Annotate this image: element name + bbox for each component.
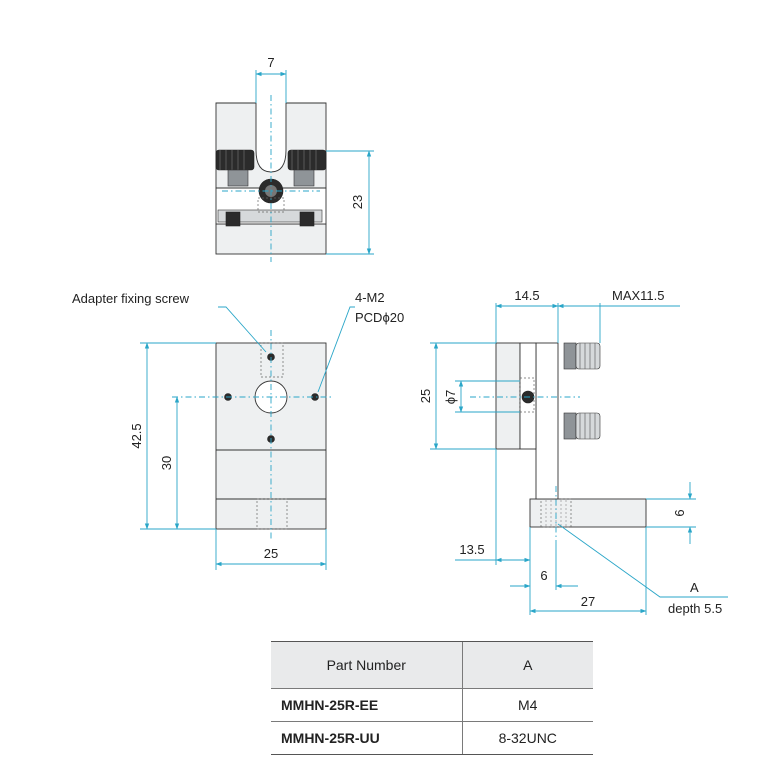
side-dim-base-offset: 13.5 <box>459 542 484 557</box>
top-view: 7 23 <box>215 55 374 262</box>
side-dim-base-thickness: 6 <box>672 509 687 516</box>
front-view: Adapter fixing screw 4-M2 PCDϕ20 42.5 30… <box>72 290 404 570</box>
side-dim-bore: ϕ7 <box>443 390 458 405</box>
side-dim-height: 25 <box>418 389 433 403</box>
callout-depth: depth 5.5 <box>668 601 722 616</box>
side-dim-offset: 14.5 <box>514 288 539 303</box>
label-adapter-screw: Adapter fixing screw <box>72 291 190 306</box>
technical-drawing: 7 23 Adapter fixing screw 4-M2 PCDϕ20 42 <box>72 55 728 616</box>
callout-label: A <box>690 580 699 595</box>
label-pcd: PCDϕ20 <box>355 310 404 325</box>
top-view-knob-right <box>287 149 327 187</box>
side-dim-hole-offset: 6 <box>540 568 547 583</box>
header-a: A <box>461 641 593 689</box>
header-part-number: Part Number <box>271 641 462 689</box>
side-view-knob-top <box>563 342 601 370</box>
cell-a-value: M4 <box>461 688 593 722</box>
side-dim-max: MAX11.5 <box>612 288 665 303</box>
cell-a-value: 8-32UNC <box>461 721 593 755</box>
front-dim-center-height: 30 <box>159 456 174 470</box>
top-dim-height: 23 <box>350 195 365 209</box>
top-dim-width: 7 <box>267 55 274 70</box>
side-view-knob-bottom <box>563 412 601 440</box>
front-dim-width: 25 <box>264 546 278 561</box>
side-view-holder-plate <box>495 342 521 450</box>
cell-part-number: MMHN-25R-UU <box>271 721 462 755</box>
side-dim-base-length: 27 <box>581 594 595 609</box>
side-view-base <box>529 498 647 528</box>
table-row: MMHN-25R-UU 8-32UNC <box>271 721 593 755</box>
cell-part-number: MMHN-25R-EE <box>271 688 462 722</box>
table-row: MMHN-25R-EE M4 <box>271 688 593 722</box>
front-dim-total-height: 42.5 <box>129 423 144 448</box>
side-view: 14.5 MAX11.5 25 ϕ7 6 13.5 6 27 A <box>418 288 728 616</box>
table-header-row: Part Number A <box>271 641 593 689</box>
part-number-table: Part Number A MMHN-25R-EE M4 MMHN-25R-UU… <box>271 641 593 755</box>
label-screw-count: 4-M2 <box>355 290 385 305</box>
top-view-knob-left <box>215 149 255 187</box>
side-view-post <box>535 342 559 500</box>
